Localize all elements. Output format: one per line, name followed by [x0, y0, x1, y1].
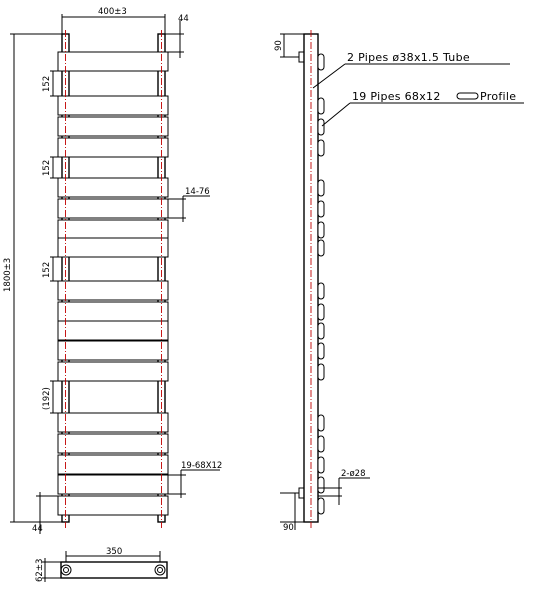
bar-5 — [57, 177, 169, 198]
profile-leader — [321, 102, 351, 127]
bar-4 — [57, 137, 169, 158]
bar-2 — [57, 95, 169, 116]
tube-callout: 2 Pipes ø38x1.5 Tube — [347, 51, 470, 64]
plan-view: 350 62±3 — [35, 547, 168, 582]
plan-tube-left — [60, 564, 72, 576]
dim-spacing-4: (192) — [42, 387, 52, 410]
bar-10 — [57, 301, 169, 322]
dim-spacing-2: 152 — [42, 160, 52, 176]
dim-plan-depth: 62±3 — [35, 559, 45, 582]
dim-spacing-1: 152 — [42, 76, 52, 92]
wall-bracket-top — [298, 51, 305, 63]
dim-bar-gap: 14-76 — [185, 187, 210, 197]
dim-pipe-conn: 2-ø28 — [341, 469, 366, 479]
plan-tube-right — [154, 564, 166, 576]
profile-callout-b: Profile — [480, 90, 516, 103]
dim-offset-top: 44 — [178, 14, 189, 24]
horizontal-bars — [57, 51, 169, 516]
bar-1 — [57, 51, 169, 72]
dim-plan-width: 350 — [106, 547, 122, 557]
bar-8 — [57, 237, 169, 258]
dim-height-total: 1800±3 — [3, 258, 13, 292]
dim-profile-count: 19-68X12 — [181, 461, 222, 471]
front-view: 400±3 44 1800±3 152 152 152 (192) — [3, 7, 222, 534]
profile-callout-a: 19 Pipes 68x12 — [352, 90, 441, 103]
bar-11 — [57, 320, 169, 341]
bar-3 — [57, 116, 169, 137]
plan-body — [60, 561, 168, 579]
side-profiles — [317, 53, 325, 515]
dim-side-top: 90 — [274, 40, 284, 51]
bar-6 — [57, 198, 169, 219]
dim-offset-bottom: 44 — [32, 524, 43, 534]
tube-leader — [312, 63, 346, 89]
bar-17 — [57, 474, 169, 495]
bar-9 — [57, 280, 169, 301]
bar-15 — [57, 433, 169, 454]
dim-width-top: 400±3 — [98, 7, 127, 17]
profile-symbol-icon — [456, 92, 479, 100]
bar-18 — [57, 495, 169, 516]
dim-side-bottom: 90 — [283, 523, 294, 533]
bar-12 — [57, 340, 169, 361]
bar-7 — [57, 219, 169, 240]
side-view: 90 90 2-ø28 2 Pipes ø38x1.5 Tube 19 Pipe… — [274, 30, 524, 533]
bar-14 — [57, 412, 169, 433]
wall-bracket-bottom — [298, 487, 305, 499]
dim-spacing-3: 152 — [42, 262, 52, 278]
bar-13 — [57, 361, 169, 382]
bar-16 — [57, 454, 169, 475]
